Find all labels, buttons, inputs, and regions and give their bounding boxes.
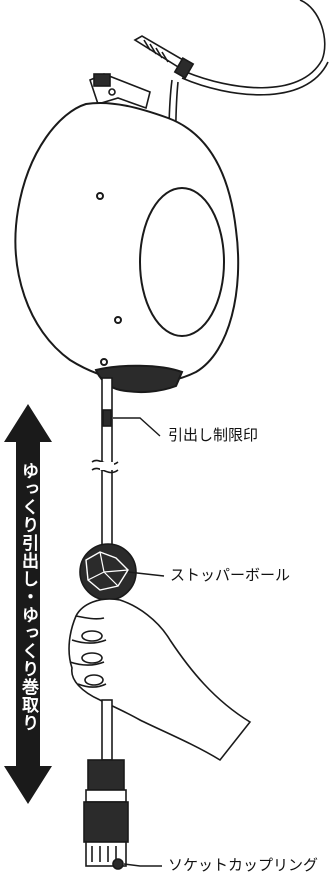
- leader-stopper-ball: [127, 571, 165, 577]
- stopper-ball: [79, 543, 137, 601]
- arrow-text: ゆっくり引出し・ゆっくり巻取り: [18, 462, 38, 732]
- callout-leaders: [113, 417, 165, 867]
- hose-fitting: [133, 35, 195, 80]
- limit-mark: [102, 409, 112, 427]
- label-stopper-ball: ストッパーボール: [170, 566, 291, 584]
- hand: [68, 598, 252, 762]
- label-socket-coupling: ソケットカップリング: [168, 856, 319, 874]
- hose: [91, 377, 119, 679]
- leader-socket-coupling: [123, 863, 162, 867]
- label-limit-mark: 引出し制限印: [168, 426, 259, 444]
- reel-side-cover: [139, 187, 225, 337]
- reel-body: [14, 101, 240, 394]
- leader-limit-mark: [113, 417, 161, 437]
- socket-coupling: [83, 699, 129, 870]
- double-arrow: [4, 404, 52, 804]
